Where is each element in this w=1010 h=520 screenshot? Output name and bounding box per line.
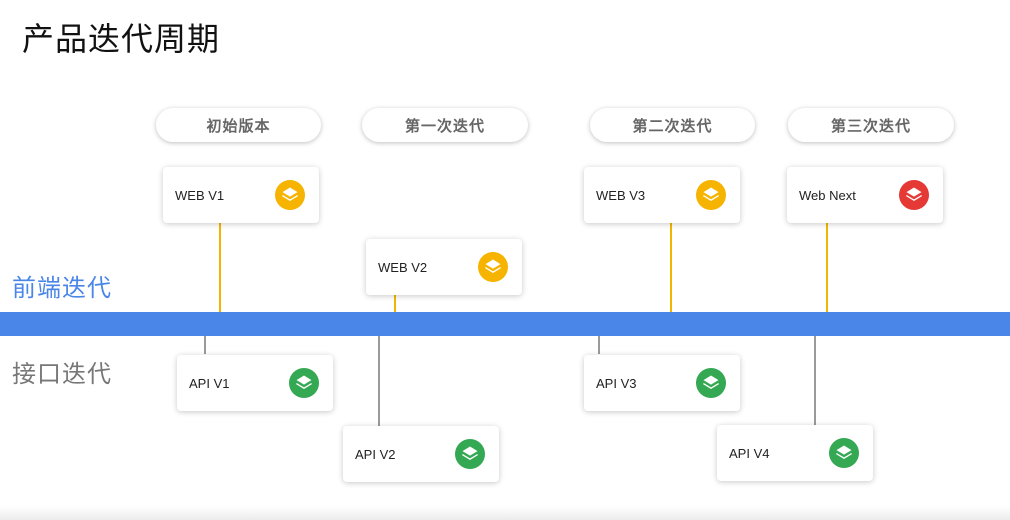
- layers-icon: [478, 252, 508, 282]
- web-v3-card[interactable]: WEB V3: [584, 167, 740, 223]
- phase-pill-iteration-2: 第二次迭代: [590, 108, 755, 142]
- layers-icon: [829, 438, 859, 468]
- web-v1-connector: [219, 222, 221, 312]
- api-v3-card[interactable]: API V3: [584, 355, 740, 411]
- lane-label-frontend: 前端迭代: [12, 274, 112, 302]
- card-label: API V1: [189, 375, 230, 391]
- api-v3-connector: [598, 336, 600, 354]
- layers-icon: [696, 368, 726, 398]
- page-title: 产品迭代周期: [22, 20, 221, 58]
- card-label: API V2: [355, 446, 396, 462]
- api-v2-card[interactable]: API V2: [343, 426, 499, 482]
- api-v1-card[interactable]: API V1: [177, 355, 333, 411]
- bottom-shade: [0, 506, 1010, 520]
- lane-label-api: 接口迭代: [12, 360, 112, 388]
- web-v2-connector: [394, 295, 396, 312]
- card-label: Web Next: [799, 187, 856, 203]
- card-label: API V3: [596, 375, 637, 391]
- layers-icon: [899, 180, 929, 210]
- web-v1-card[interactable]: WEB V1: [163, 167, 319, 223]
- web-v3-connector: [670, 222, 672, 312]
- timeline-axis: [0, 312, 1010, 336]
- api-v1-connector: [204, 336, 206, 354]
- web-next-connector: [826, 222, 828, 312]
- layers-icon: [696, 180, 726, 210]
- api-v4-connector: [814, 336, 816, 425]
- phase-pill-iteration-1: 第一次迭代: [362, 108, 528, 142]
- card-label: WEB V2: [378, 259, 428, 275]
- card-label: WEB V3: [596, 187, 646, 203]
- layers-icon: [289, 368, 319, 398]
- card-label: WEB V1: [175, 187, 225, 203]
- phase-pill-initial: 初始版本: [156, 108, 321, 142]
- api-v2-connector: [378, 336, 380, 426]
- layers-icon: [275, 180, 305, 210]
- web-v2-card[interactable]: WEB V2: [366, 239, 522, 295]
- api-v4-card[interactable]: API V4: [717, 425, 873, 481]
- layers-icon: [455, 439, 485, 469]
- card-label: API V4: [729, 445, 770, 461]
- phase-pill-iteration-3: 第三次迭代: [788, 108, 954, 142]
- web-next-card[interactable]: Web Next: [787, 167, 943, 223]
